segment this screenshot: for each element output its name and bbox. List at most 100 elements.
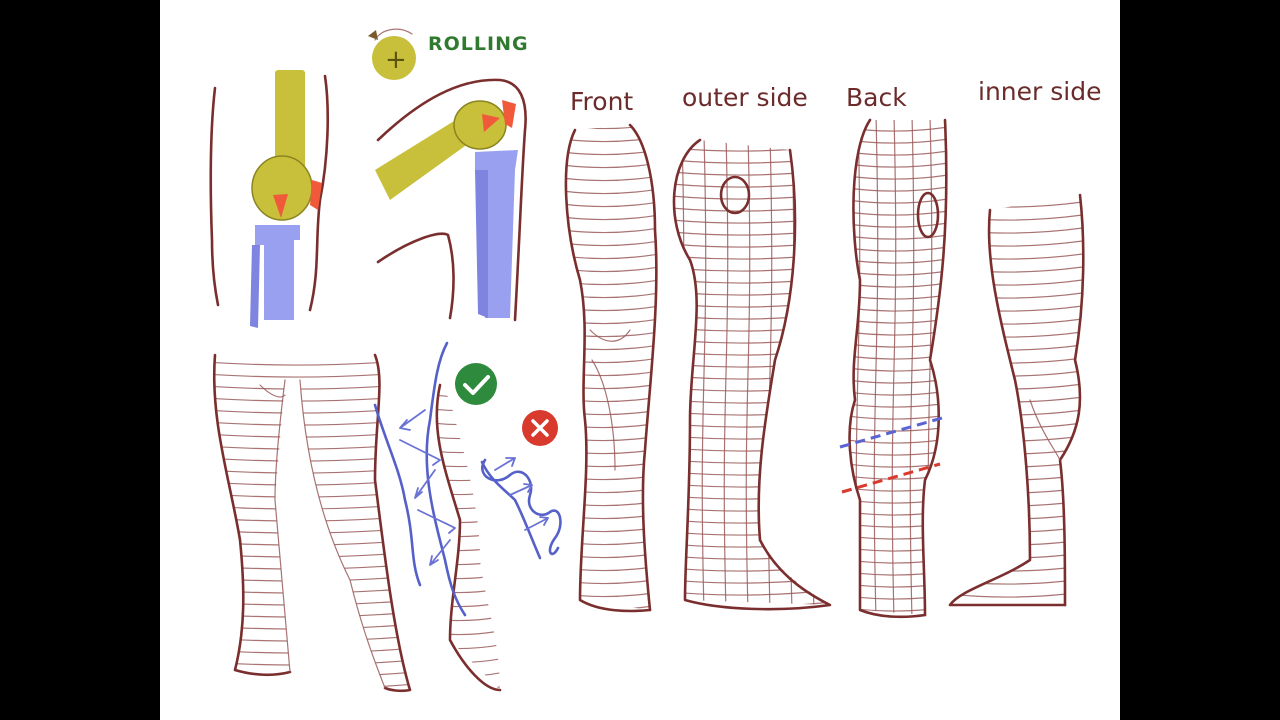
cross-contour-line [214, 611, 410, 618]
cross-contour-line [811, 140, 817, 605]
cross-contour-line [436, 545, 500, 552]
cross-contour-line [658, 135, 661, 612]
cross-contour-line [789, 140, 795, 605]
cross-contour-line [673, 144, 830, 152]
cross-contour-line [436, 671, 500, 678]
cross-contour-line [849, 520, 947, 528]
cross-contour-line [436, 573, 500, 580]
cross-contour-line [673, 480, 830, 488]
cross-contour-line [436, 629, 500, 636]
cross-contour-line [950, 577, 1084, 585]
drawing-canvas: + ROLLING Front outer side Back inner si… [160, 0, 1120, 720]
cross-contour-line [214, 635, 410, 642]
cross-contour-line [849, 580, 947, 588]
cross-contour-line [950, 421, 1084, 429]
cross-contour-line [849, 208, 947, 216]
plus-icon: + [385, 45, 407, 75]
cross-contour-line [849, 568, 947, 576]
cross-contour-line [214, 479, 410, 486]
cross-contour-line [673, 408, 830, 416]
cross-contour-line [940, 188, 1090, 194]
red-knee-line [841, 462, 941, 494]
cross-contour-line [873, 120, 879, 615]
cross-contour-line [565, 356, 657, 364]
cross-contour-line [565, 304, 657, 312]
cross-contour-line [436, 685, 500, 690]
cross-contour-line [849, 508, 947, 516]
inner-side-view-leg [940, 188, 1090, 607]
cross-contour-line [565, 125, 657, 130]
cross-contour-line [436, 601, 500, 608]
back-view-leg [838, 115, 948, 620]
cross-contour-line [673, 576, 830, 584]
cross-contour-line [214, 623, 410, 630]
cross-contour-line [849, 136, 947, 144]
cross-contour-line [950, 499, 1084, 507]
cross-contour-line [767, 140, 773, 605]
inner-side-label: inner side [978, 77, 1101, 106]
front-view-leg [564, 123, 658, 613]
cross-contour-line [214, 419, 410, 426]
cross-contour-line [838, 115, 841, 620]
rotation-center [372, 36, 416, 80]
cross-contour-line [565, 512, 657, 520]
cross-contour-line [849, 196, 947, 204]
cross-contour-line [565, 291, 657, 299]
back-label: Back [846, 83, 907, 112]
cross-contour-line [214, 647, 410, 654]
cross-contour-line [565, 421, 657, 429]
cross-contour-line [950, 473, 1084, 481]
knee-front-diagram [209, 70, 330, 328]
cross-contour-line [723, 140, 729, 605]
cross-contour-line [565, 252, 657, 260]
cross-contour-line [909, 120, 915, 615]
cross-contour-line [214, 599, 410, 606]
cross-contour-line [214, 383, 410, 390]
cross-contour-line [565, 447, 657, 455]
cross-contour-line [565, 174, 657, 182]
cross-contour-line [849, 244, 947, 252]
cross-contour-line [950, 486, 1084, 494]
cross-contour-line [565, 486, 657, 494]
cross-contour-line [565, 278, 657, 286]
cross-contour-line [565, 213, 657, 221]
cross-contour-line [950, 278, 1084, 286]
cross-contour-line [214, 575, 410, 582]
cross-contour-line [950, 525, 1084, 533]
cross-contour-line [950, 317, 1084, 325]
cross-contour-line [849, 460, 947, 468]
cross-contour-line [565, 330, 657, 338]
cross-contour-line [214, 371, 410, 378]
cross-contour-line [214, 503, 410, 510]
check-icon [463, 375, 490, 395]
incorrect-flow-example [480, 410, 562, 560]
front-pair-legs [212, 353, 412, 693]
cross-contour-line [565, 538, 657, 546]
cross-contour-line [834, 135, 837, 612]
cross-contour-line [565, 564, 657, 572]
cross-contour-line [565, 551, 657, 559]
cross-contour-line [849, 400, 947, 408]
cross-contour-line [565, 200, 657, 208]
cross-contour-line [849, 544, 947, 552]
cross-contour-line [673, 348, 830, 356]
rolling-label: ROLLING [428, 33, 529, 55]
knee-bent-diagram: + ROLLING [368, 28, 529, 322]
cross-contour-line [950, 408, 1084, 416]
cross-contour-line [214, 527, 410, 534]
cross-contour-line [214, 587, 410, 594]
cross-contour-line [849, 220, 947, 228]
tibia-shape [255, 225, 300, 320]
cross-contour-line [565, 460, 657, 468]
cross-contour-line [660, 133, 840, 139]
cross-contour-line [673, 360, 830, 368]
cross-contour-line [849, 472, 947, 480]
cross-contour-line [214, 491, 410, 498]
cross-contour-line [673, 468, 830, 476]
cross-contour-line [565, 382, 657, 390]
cross-contour-line [565, 265, 657, 273]
cross-contour-line [565, 148, 657, 156]
cross-contour-line [673, 396, 830, 404]
cross-contour-line [849, 124, 947, 132]
cross-contour-line [436, 643, 500, 650]
